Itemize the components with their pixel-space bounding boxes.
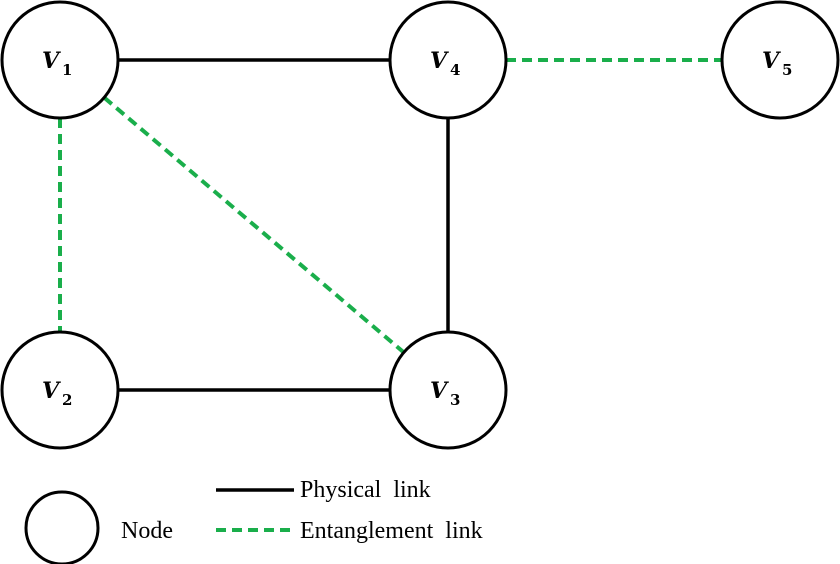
node-subscript-v3: 3	[450, 391, 460, 409]
node-circle-v2	[0, 330, 120, 450]
node-subscript-v2: 2	[62, 391, 72, 409]
node-label-v2: V	[42, 378, 61, 404]
node-label-v1: V	[42, 48, 61, 74]
legend-node-symbol	[24, 490, 100, 564]
entanglement-link-v1-v3	[102, 96, 406, 354]
node-circle-v4	[388, 0, 508, 120]
node-circle-v1	[0, 0, 120, 120]
legend-node-label: Node	[121, 518, 173, 544]
legend: Node Physical link Entanglement link	[24, 477, 483, 564]
node-label-v4: V	[430, 48, 449, 74]
node-circle-v5	[720, 0, 840, 120]
node-subscript-v1: 1	[62, 61, 72, 79]
node-subscript-v4: 4	[450, 61, 460, 79]
legend-physical-label: Physical link	[300, 477, 431, 503]
legend-entanglement-label: Entanglement link	[300, 518, 483, 544]
node-subscript-v5: 5	[782, 61, 792, 79]
node-label-v3: V	[430, 378, 449, 404]
node-circle-v3	[388, 330, 508, 450]
node-label-v5: V	[762, 48, 781, 74]
links-layer	[58, 58, 722, 392]
